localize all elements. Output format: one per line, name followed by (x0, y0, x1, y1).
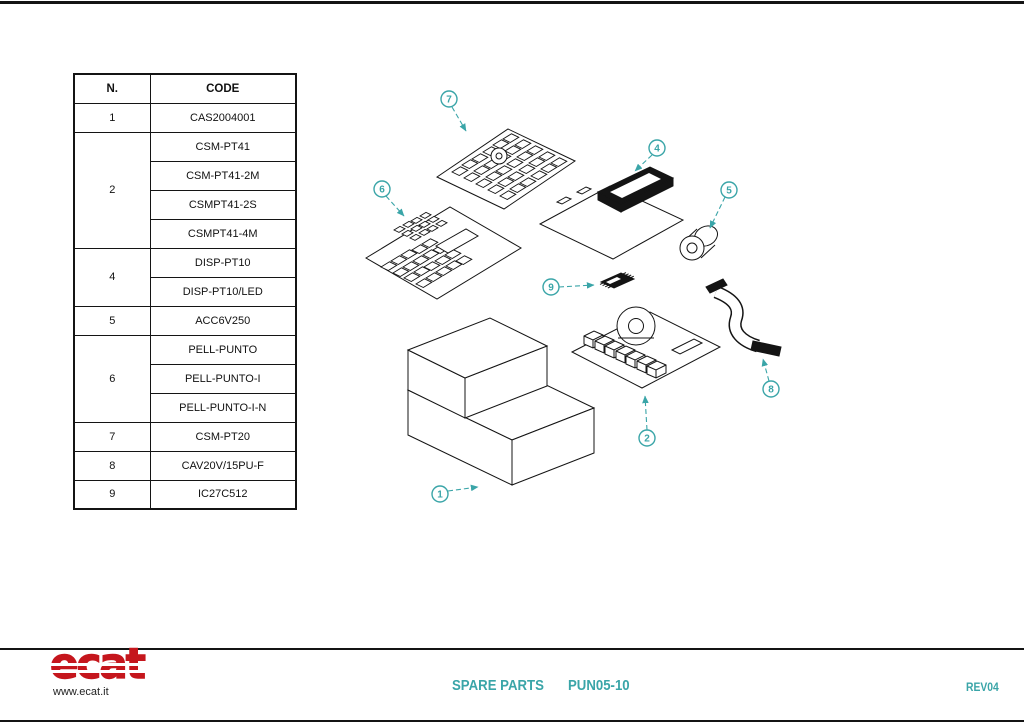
part-code-cell: CAV20V/15PU-F (149, 450, 297, 481)
table-row: 9 IC27C512 (73, 479, 297, 510)
revision-label: REV04 (966, 682, 999, 694)
svg-text:7: 7 (446, 95, 452, 106)
part-display-board (538, 166, 685, 260)
part-code-cell: ACC6V250 (149, 305, 297, 336)
part-code-cell: CSM-PT20 (149, 421, 297, 452)
part-number-cell: 8 (73, 450, 151, 481)
callout-balloon-1: 1 (431, 484, 479, 503)
part-main-pcb (570, 306, 722, 389)
part-number-cell: 1 (73, 102, 151, 133)
part-eprom-chip (599, 272, 636, 289)
sheet-bottom-border (0, 719, 1024, 722)
svg-text:6: 6 (379, 185, 385, 196)
part-code-cell: CSM-PT41-2M (149, 160, 297, 191)
document-title: SPARE PARTS (452, 677, 544, 694)
footer-divider (0, 648, 1024, 650)
svg-text:4: 4 (654, 144, 660, 155)
table-row: PELL-PUNTO-I (74, 363, 297, 394)
pcb-connector (670, 338, 704, 355)
part-number-cell: 9 (73, 479, 151, 510)
part-code-cell: DISP-PT10 (149, 247, 297, 278)
table-row: 6 PELL-PUNTO (73, 334, 297, 423)
table-row: 7 CSM-PT20 (73, 421, 297, 452)
callout-balloon-7: 7 (440, 90, 467, 132)
parts-table: N. CODE 1 CAS2004001 2 CSM-PT41 CSM-PT41… (73, 73, 297, 510)
part-number-cell: 4 (73, 247, 151, 307)
table-header-row: N. CODE (73, 73, 297, 104)
model-number: PUN05-10 (568, 677, 630, 694)
table-row: 5 ACC6V250 (73, 305, 297, 336)
part-code-cell: PELL-PUNTO-I (149, 363, 297, 394)
part-code-cell: CSMPT41-4M (149, 218, 297, 249)
table-row: CSM-PT41-2M (74, 160, 297, 191)
table-row: 8 CAV20V/15PU-F (73, 450, 297, 481)
svg-text:9: 9 (548, 283, 554, 294)
part-code-cell: IC27C512 (149, 479, 297, 510)
callout-balloon-8: 8 (761, 358, 780, 398)
part-code-cell: PELL-PUNTO-I-N (149, 392, 297, 423)
table-row: DISP-PT10/LED (74, 276, 297, 307)
keyboard-keys (451, 133, 568, 200)
panel-top-keys (393, 211, 448, 241)
panel-keypad (380, 238, 473, 288)
callout-balloon-6: 6 (373, 180, 405, 217)
part-ribbon-cable (705, 278, 782, 357)
part-buzzer (679, 225, 718, 261)
part-code-cell: CSM-PT41 (149, 131, 297, 162)
part-number-cell: 2 (73, 131, 151, 249)
table-row: 2 CSM-PT41 (73, 131, 297, 249)
part-enclosure (406, 317, 596, 486)
col-header-n: N. (73, 73, 151, 104)
callout-balloon-9: 9 (542, 278, 595, 296)
keyboard-buzzer (490, 147, 508, 165)
table-row: CSMPT41-2S (74, 189, 297, 220)
callout-balloon-4: 4 (634, 139, 666, 172)
part-number-cell: 5 (73, 305, 151, 336)
part-code-cell: DISP-PT10/LED (149, 276, 297, 307)
svg-text:8: 8 (768, 385, 774, 396)
part-number-cell: 6 (73, 334, 151, 423)
part-keyboard-pcb (435, 128, 577, 210)
svg-text:1: 1 (437, 490, 443, 501)
svg-text:5: 5 (726, 186, 732, 197)
website-url: www.ecat.it (53, 686, 109, 698)
sheet-top-border (0, 1, 1024, 4)
terminal-blocks (583, 330, 667, 379)
part-code-cell: CAS2004001 (149, 102, 297, 133)
part-number-cell: 7 (73, 421, 151, 452)
col-header-code: CODE (149, 73, 297, 104)
callout-balloon-5: 5 (709, 181, 738, 229)
part-front-panel (365, 206, 522, 300)
callout-balloon-2: 2 (638, 395, 656, 447)
ecat-logo: ecat (50, 644, 158, 686)
table-row: 4 DISP-PT10 (73, 247, 297, 307)
part-code-cell: PELL-PUNTO (149, 334, 297, 365)
table-row: 1 CAS2004001 (73, 102, 297, 133)
lcd-module (596, 166, 675, 213)
table-row: PELL-PUNTO-I-N (74, 392, 297, 423)
svg-text:2: 2 (644, 434, 650, 445)
panel-display-window (434, 228, 480, 254)
part-code-cell: CSMPT41-2S (149, 189, 297, 220)
transformer (616, 306, 656, 346)
